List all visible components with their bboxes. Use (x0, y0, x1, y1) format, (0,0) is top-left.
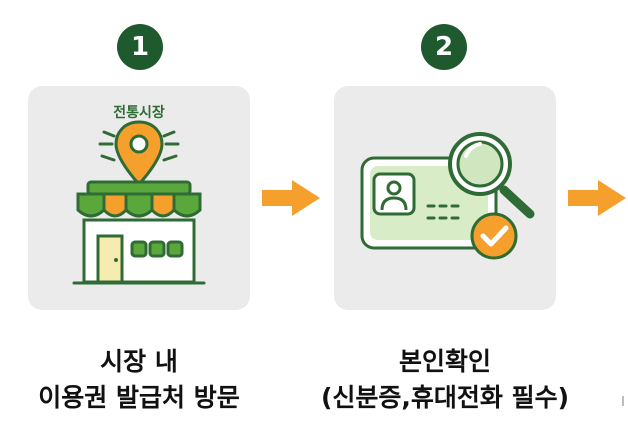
step-2-card (334, 86, 556, 310)
step-2-caption-line2: (신분증,휴대전화 필수) (320, 383, 570, 412)
arrow-right-icon (262, 180, 320, 216)
market-stall-icon (72, 120, 206, 285)
edge-divider (622, 396, 624, 406)
step-2-number-badge: 2 (421, 24, 467, 70)
step-1-caption-line2: 이용권 발급처 방문 (38, 383, 240, 412)
arrow-right-icon (568, 180, 626, 216)
step-1-caption-line1: 시장 내 (100, 347, 178, 376)
step-1-caption: 시장 내 이용권 발급처 방문 (0, 344, 289, 416)
step-1-card: 전통시장 (28, 86, 250, 310)
step-1-number-badge: 1 (117, 24, 163, 70)
id-card-verify-icon (360, 132, 535, 260)
step-2-caption-line1: 본인확인 (398, 347, 491, 376)
step-2-caption: 본인확인 (신분증,휴대전화 필수) (295, 344, 595, 416)
market-sign-label: 전통시장 (113, 105, 165, 121)
